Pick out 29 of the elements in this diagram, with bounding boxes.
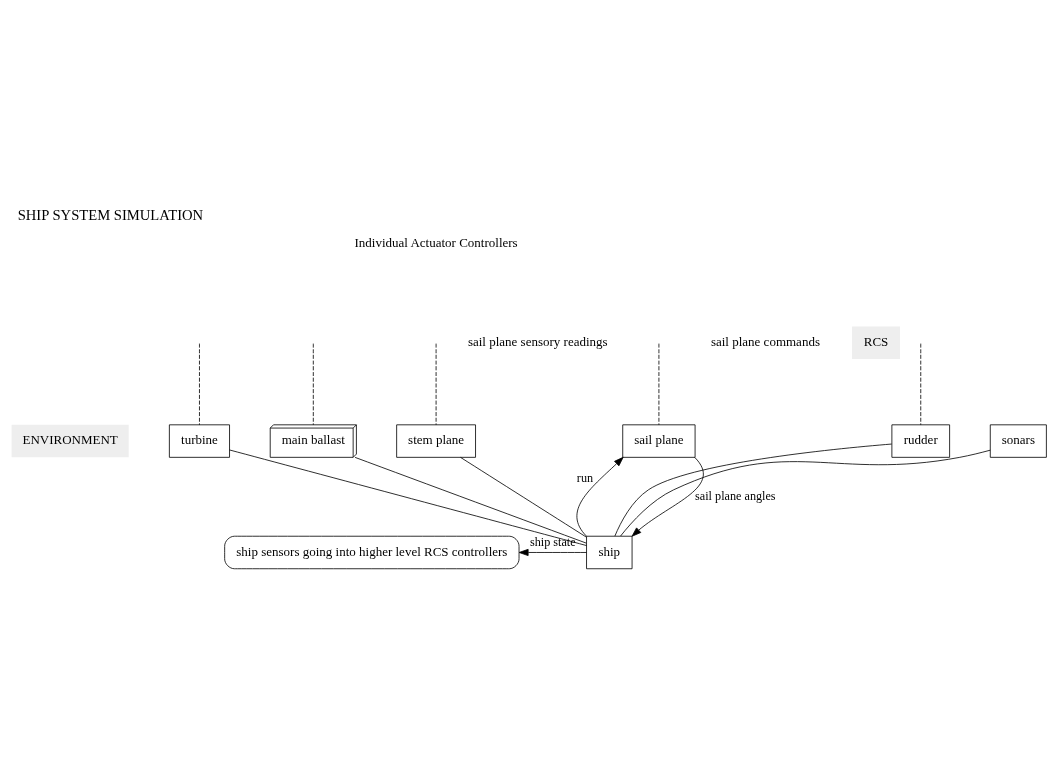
arrow <box>576 456 624 537</box>
node-box: sail plane <box>622 423 696 458</box>
arrow <box>631 456 704 537</box>
connector <box>460 456 587 538</box>
node-box: ship sensors going into higher level RCS controllers <box>224 535 520 569</box>
connector <box>229 449 587 546</box>
connector <box>354 456 587 543</box>
label: ENVIRONMENT <box>22 431 118 447</box>
connector <box>620 449 991 536</box>
node-box: rudder <box>891 423 951 458</box>
label: RCS <box>863 333 889 349</box>
node-box: turbine <box>168 423 230 458</box>
connector <box>658 342 660 425</box>
node-box: sonars <box>989 423 1047 458</box>
edge-label: sail plane angles <box>695 488 776 503</box>
edge-label: run <box>576 470 594 485</box>
label: Individual Actuator Controllers <box>354 234 518 250</box>
node-box: ship <box>586 535 633 569</box>
label: sail plane commands <box>710 333 820 349</box>
diagram-title: SHIP SYSTEM SIMULATION <box>17 206 204 223</box>
arrow <box>518 548 587 556</box>
node-box: stem plane <box>396 423 476 458</box>
connector <box>614 443 893 536</box>
label: sail plane sensory readings <box>467 333 608 349</box>
edge-label: ship state <box>529 534 576 549</box>
connector <box>312 342 314 425</box>
connector <box>920 342 922 425</box>
connector <box>435 342 437 425</box>
connector <box>199 342 200 425</box>
